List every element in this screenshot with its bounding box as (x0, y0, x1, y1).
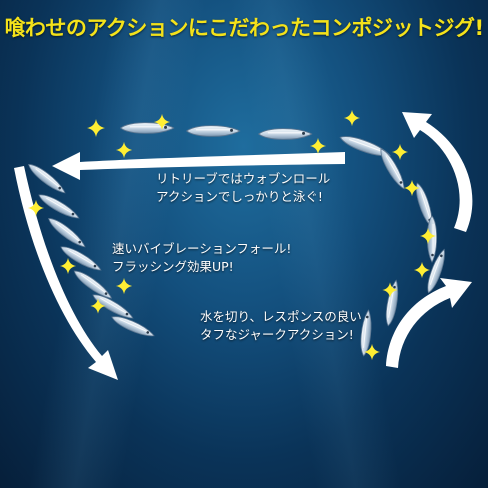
caption-retrieve: リトリーブではウォブンロール アクションでしっかりと泳ぐ! (156, 170, 330, 206)
sparkle-icon (59, 257, 77, 275)
caption-fall-line2: フラッシング効果UP! (112, 259, 234, 274)
arrow-jerk-up-right (386, 278, 472, 368)
arrow-jerk-up-top (402, 112, 473, 232)
sparkle-icon (309, 137, 327, 155)
arrow-fall-down (14, 166, 118, 380)
caption-fall: 速いバイブレーションフォール! フラッシング効果UP! (112, 240, 291, 276)
caption-jerk-line1: 水を切り、レスポンスの良い (200, 309, 362, 324)
sparkle-icon (391, 143, 409, 161)
jig-lure-icon (258, 128, 313, 140)
caption-jerk: 水を切り、レスポンスの良い タフなジャークアクション! (200, 308, 362, 344)
jig-lure-icon (70, 266, 115, 303)
jig-lure-icon (36, 190, 82, 223)
sparkle-icon (343, 109, 361, 127)
sparkle-icon (87, 119, 105, 137)
jig-lure-icon (58, 242, 104, 275)
caption-retrieve-line2: アクションでしっかりと泳ぐ! (156, 189, 323, 204)
sparkle-icon (413, 261, 431, 279)
caption-jerk-line2: タフなジャークアクション! (200, 327, 354, 342)
jig-lure-icon (383, 279, 402, 327)
caption-fall-line1: 速いバイブレーションフォール! (112, 241, 292, 256)
sparkle-icon (115, 141, 133, 159)
sparkle-icon (115, 277, 133, 295)
arrow-retrieve-left (52, 152, 345, 180)
jig-lure-icon (109, 312, 157, 341)
headline: 喰わせのアクションにこだわったコンポジットジグ! (4, 16, 484, 40)
jig-lure-icon (45, 214, 89, 251)
caption-retrieve-line1: リトリーブではウォブンロール (156, 171, 331, 186)
jig-lure-icon (120, 122, 175, 134)
jig-lure-icon (186, 125, 241, 137)
